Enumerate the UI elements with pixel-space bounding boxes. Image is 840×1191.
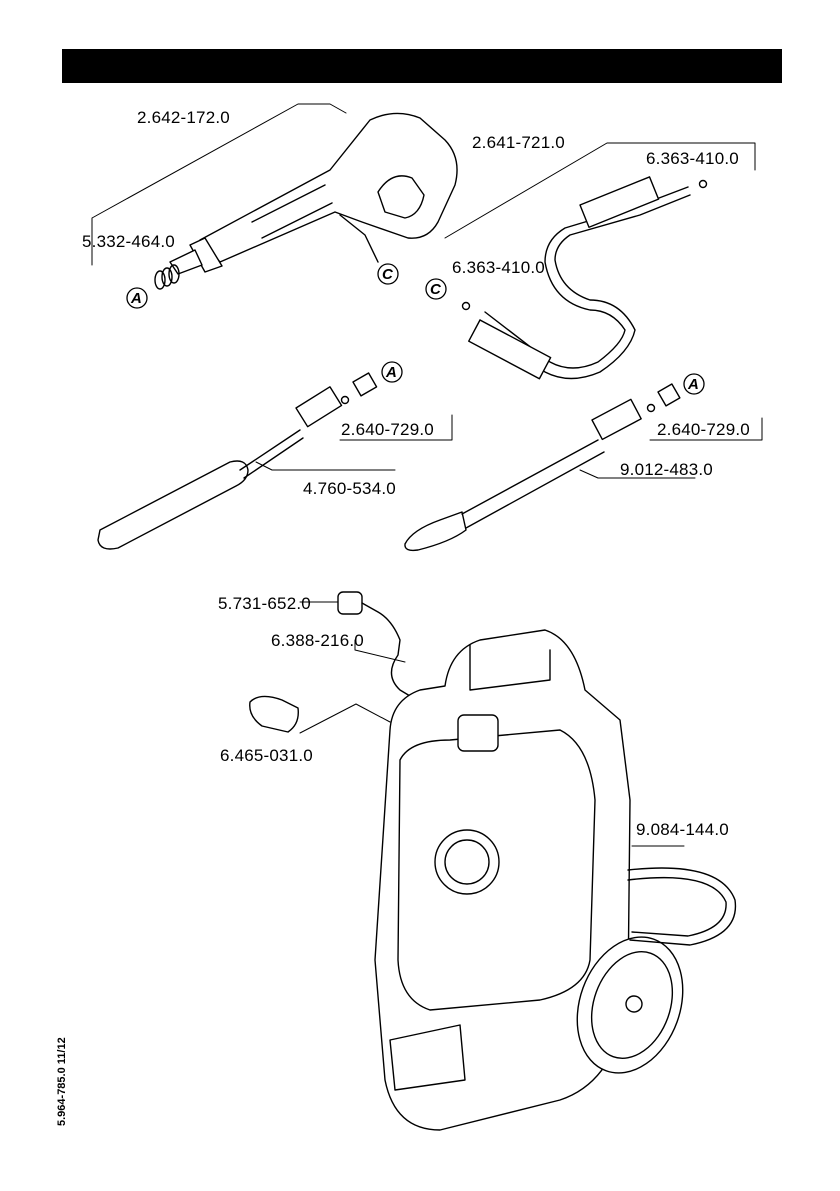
part-label-adapter: 6.465-031.0 [220,747,313,764]
high-pressure-hose [463,177,707,379]
spray-gun [170,113,457,274]
document-number: 5.964-785.0 11/12 [56,1037,68,1126]
part-label-suction-hose: 6.388-216.0 [271,632,364,649]
marker-a-left: A [386,364,397,381]
part-label-lance-left: 4.760-534.0 [303,480,396,497]
hose-coil [628,868,735,945]
marker-a-right: A [688,376,699,393]
part-label-nozzle-seal: 5.332-464.0 [82,233,175,250]
marker-c-hose: C [430,281,441,298]
part-label-filter: 5.731-652.0 [218,595,311,612]
part-label-gun: 2.642-172.0 [137,109,230,126]
part-label-lance-right: 9.012-483.0 [620,461,713,478]
part-label-nut-right: 2.640-729.0 [657,421,750,438]
lance-left [98,373,377,549]
part-label-hose-reel: 9.084-144.0 [636,821,729,838]
part-label-nut-left: 2.640-729.0 [341,421,434,438]
part-label-hose: 2.641-721.0 [472,134,565,151]
marker-a-gun: A [131,290,142,307]
part-label-oring-top: 6.363-410.0 [646,150,739,167]
part-label-oring-mid: 6.363-410.0 [452,259,545,276]
marker-c-gun: C [382,266,393,283]
marker-circles [127,264,704,394]
